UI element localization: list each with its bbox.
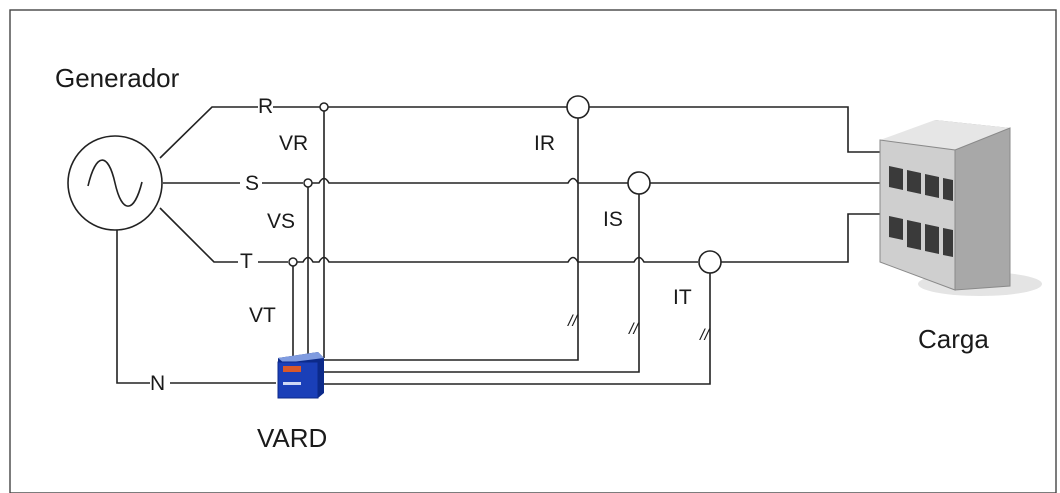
- line-label-r: R: [258, 95, 273, 118]
- current-sensor-s-icon: [627, 171, 651, 195]
- diagram-frame: [9, 9, 1057, 493]
- generator-symbol: [67, 135, 163, 231]
- current-sensor-r-icon: [566, 95, 590, 119]
- generator-lead-n: [116, 230, 150, 384]
- current-label-t: IT: [673, 286, 692, 309]
- current-sensor-t-icon: [698, 250, 722, 274]
- line-label-s: S: [245, 172, 259, 195]
- line-label-t: T: [240, 250, 253, 273]
- current-lead-s: [324, 194, 640, 373]
- voltage-label-t: VT: [249, 304, 276, 327]
- voltage-label-r: VR: [279, 132, 308, 155]
- break-mark-r: //: [567, 313, 578, 330]
- voltage-label-s: VS: [267, 210, 295, 233]
- building-icon: [879, 120, 1042, 296]
- break-mark-t: //: [699, 327, 710, 344]
- neutral-label: N: [150, 372, 165, 395]
- vard-label: VARD: [257, 423, 327, 453]
- load-label: Carga: [918, 324, 989, 354]
- current-label-r: IR: [534, 132, 555, 155]
- phase-line-r: [273, 95, 880, 153]
- phase-line-s: [262, 171, 885, 195]
- sine-wave-icon: [87, 159, 143, 207]
- generator-lead-r: [159, 106, 258, 159]
- generator-label: Generador: [55, 63, 180, 93]
- current-label-s: IS: [603, 208, 623, 231]
- generator-lead-t: [159, 207, 238, 263]
- current-lead-r: [324, 118, 579, 361]
- vard-device-icon: [277, 352, 324, 399]
- break-mark-s: //: [628, 321, 639, 338]
- current-lead-t: [324, 273, 711, 385]
- phase-line-t: [258, 213, 880, 274]
